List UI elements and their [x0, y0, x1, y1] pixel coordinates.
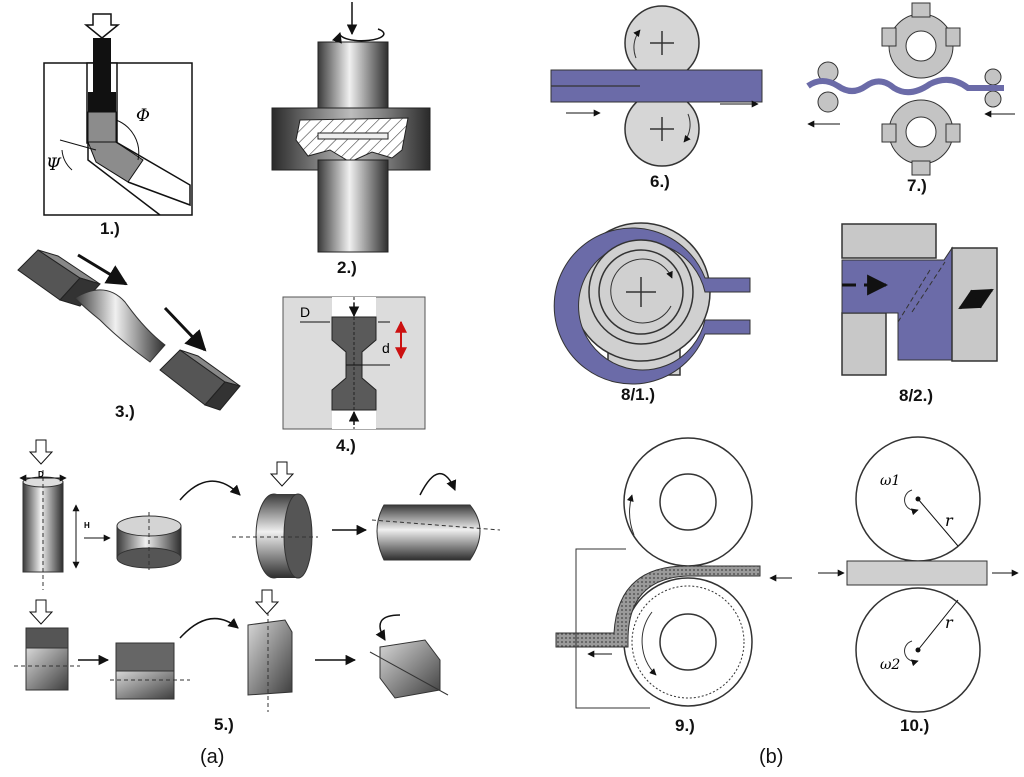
panel-9-asymmetric-rolling	[555, 437, 792, 709]
panel-4-symbol-d: d	[382, 340, 390, 356]
panel-5-symbol-H: H	[84, 521, 90, 530]
panel-1-symbol-psi: Ψ	[46, 155, 62, 175]
panel-10-symbol-r-top: r	[945, 511, 954, 530]
panel-10-symbol-r-bottom: r	[945, 613, 954, 632]
panel-1-symbol-phi: Φ	[136, 106, 150, 126]
panel-2-label: 2.)	[337, 258, 357, 277]
panel-8-2-label: 8/2.)	[899, 386, 934, 405]
panel-6-label: 6.)	[650, 172, 670, 191]
panel-6-rolling	[550, 5, 763, 167]
panel-10-rolling-model	[818, 436, 1019, 713]
panel-4-label: 4.)	[336, 436, 356, 455]
caption-a: (a)	[200, 746, 225, 768]
panel-5-symbol-D: D	[38, 470, 44, 479]
press-arrow-icon	[83, 13, 121, 39]
panel-9-label: 9.)	[675, 716, 695, 735]
panel-1-ecap	[43, 13, 193, 216]
panel-7-label: 7.)	[907, 176, 927, 195]
panel-7-gear-rolling	[806, 2, 1015, 176]
panel-8-1-bending	[553, 222, 751, 385]
panel-5-label: 5.)	[214, 715, 234, 734]
panel-8-2-shear	[841, 223, 998, 376]
panel-3-label: 3.)	[115, 402, 135, 421]
panel-8-1-label: 8/1.)	[621, 385, 656, 404]
panel-2-hpt	[271, 2, 431, 253]
panel-4-symbol-D: D	[300, 304, 310, 320]
panel-1-label: 1.)	[100, 219, 120, 238]
caption-b: (b)	[759, 746, 784, 768]
panel-5-mdf	[14, 439, 501, 712]
panel-10-label: 10.)	[900, 716, 930, 735]
panel-10-symbol-omega1: ω1	[880, 473, 900, 489]
panel-10-symbol-omega2: ω2	[880, 657, 900, 673]
panel-4-cec	[282, 296, 426, 430]
panel-3-twist	[17, 249, 241, 411]
